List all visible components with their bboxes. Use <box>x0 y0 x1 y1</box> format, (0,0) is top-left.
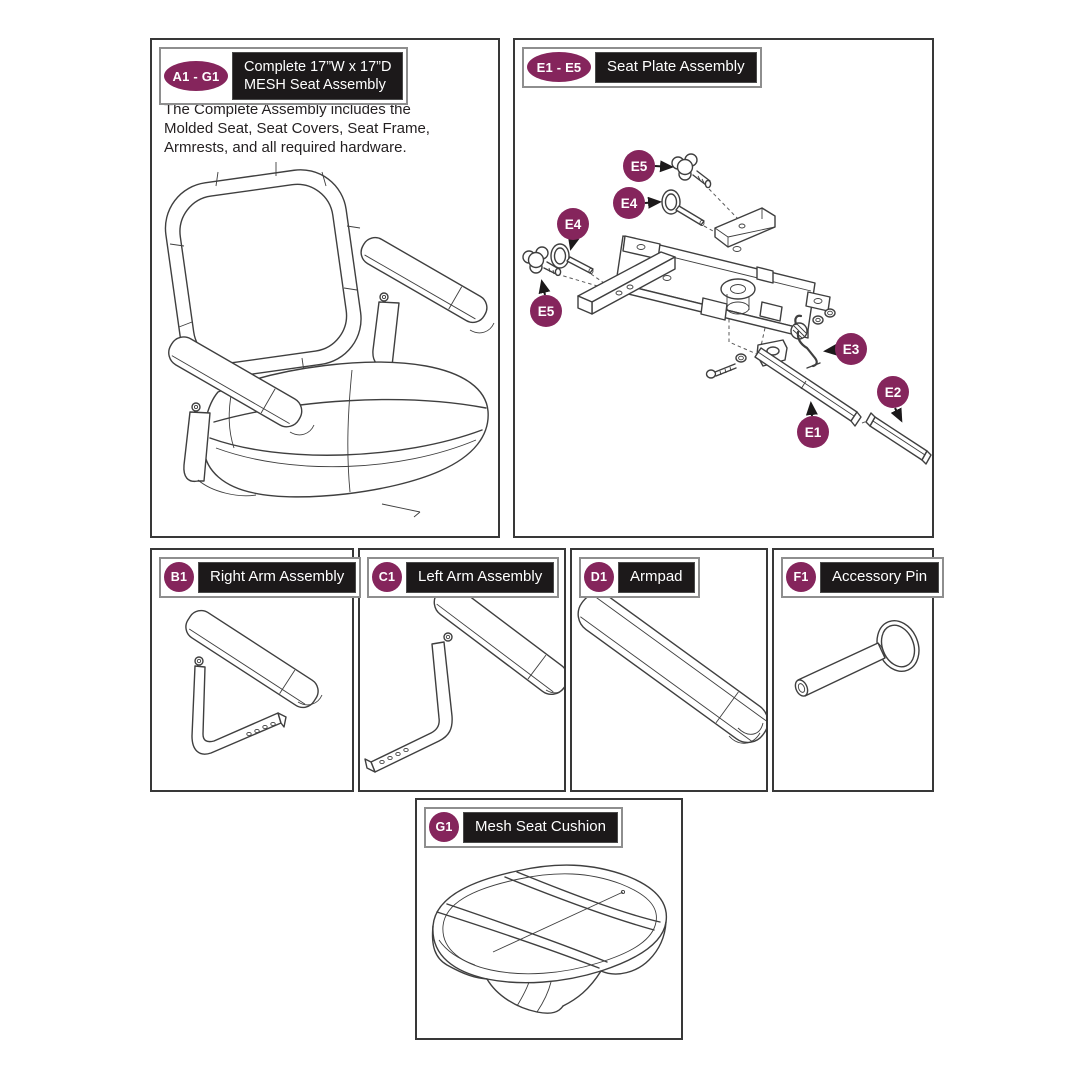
svg-text:E4: E4 <box>621 196 638 211</box>
callout-e1: E1 <box>797 401 829 448</box>
part-code-badge: D1 <box>584 562 614 593</box>
part-code-badge: E1 - E5 <box>527 52 591 83</box>
panel-armpad: D1 Armpad <box>570 548 768 792</box>
seat-plate-exploded-drawing: E5 E4 E4 E5 E3 E1 E2 <box>522 150 932 465</box>
mesh-backrest <box>164 169 362 379</box>
left-arm-drawing <box>364 584 564 773</box>
panel-header: F1 Accessory Pin <box>781 557 945 598</box>
left-arm-assembly <box>364 584 564 773</box>
callout-e5-left: E5 <box>530 279 562 327</box>
svg-text:E4: E4 <box>565 217 582 232</box>
callout-e5-upper: E5 <box>623 150 674 182</box>
callout-e4-left: E4 <box>557 208 589 251</box>
panel-title: Seat Plate Assembly <box>595 52 757 83</box>
svg-text:E5: E5 <box>538 304 555 319</box>
part-code-badge: A1 - G1 <box>164 61 228 92</box>
svg-text:E1: E1 <box>805 425 822 440</box>
callout-e4-upper: E4 <box>613 187 662 219</box>
panel-title-line2: MESH Seat Assembly <box>244 77 386 94</box>
panel-header: D1 Armpad <box>579 557 700 598</box>
panel-complete-assembly: A1 - G1 Complete 17”W x 17”D MESH Seat A… <box>150 38 500 538</box>
right-armrest <box>360 236 495 368</box>
panel-title-line1: Complete 17”W x 17”D <box>244 59 392 75</box>
rear-rail-tube <box>714 207 776 248</box>
backrest-frame-segments <box>169 162 361 373</box>
part-code-badge: G1 <box>429 812 459 843</box>
part-code-badge: C1 <box>372 562 402 593</box>
left-armrest <box>168 336 315 497</box>
panel-title: Mesh Seat Cushion <box>463 812 618 843</box>
panel-header: E1 - E5 Seat Plate Assembly <box>522 47 762 88</box>
callout-e2: E2 <box>877 376 909 423</box>
accessory-pin-drawing <box>794 620 920 697</box>
svg-text:E5: E5 <box>631 159 648 174</box>
part-code-badge: F1 <box>786 562 816 593</box>
latch-mechanism <box>705 308 836 379</box>
accessory-bar-short <box>865 412 932 465</box>
armpad-drawing <box>577 592 766 744</box>
panel-title: Complete 17”W x 17”D MESH Seat Assembly <box>232 52 404 101</box>
assembly-description: The Complete Assembly includes the Molde… <box>164 100 430 158</box>
mesh-seat-cushion-part <box>431 864 668 1014</box>
accessory-bar-long <box>754 347 862 427</box>
panel-header: A1 - G1 Complete 17”W x 17”D MESH Seat A… <box>159 47 409 106</box>
panel-title: Right Arm Assembly <box>198 562 357 593</box>
complete-seat-drawing <box>164 162 495 518</box>
armpad-part <box>577 592 766 744</box>
panel-seat-plate-assembly: E5 E4 E4 E5 E3 E1 E2 <box>513 38 934 538</box>
accessory-pin-part <box>794 620 920 697</box>
upper-knob-hardware <box>661 153 712 227</box>
front-rail-tube <box>577 251 676 315</box>
panel-left-arm: C1 Left Arm Assembly <box>358 548 566 792</box>
panel-header: B1 Right Arm Assembly <box>159 557 362 598</box>
panel-accessory-pin: F1 Accessory Pin <box>772 548 945 792</box>
right-arm-drawing <box>185 609 323 755</box>
description-line: The Complete Assembly includes the <box>164 101 411 118</box>
left-knob-hardware <box>522 243 594 277</box>
right-arm-assembly <box>185 609 323 755</box>
callout-e3: E3 <box>823 333 867 365</box>
description-line: Molded Seat, Seat Covers, Seat Frame, <box>164 120 430 138</box>
panel-mesh-cushion: G1 Mesh Seat Cushion <box>415 798 683 1040</box>
panel-right-arm: B1 Right Arm Assembly <box>150 548 362 792</box>
panel-title: Left Arm Assembly <box>406 562 555 593</box>
description-line: Armrests, and all required hardware. <box>164 139 407 157</box>
panel-header: C1 Left Arm Assembly <box>367 557 560 598</box>
mesh-cushion-drawing <box>431 864 668 1014</box>
panel-title: Armpad <box>618 562 695 593</box>
part-code-badge: B1 <box>164 562 194 593</box>
svg-text:E2: E2 <box>885 385 902 400</box>
panel-title: Accessory Pin <box>820 562 940 593</box>
panel-header: G1 Mesh Seat Cushion <box>424 807 623 848</box>
svg-text:E3: E3 <box>843 342 860 357</box>
